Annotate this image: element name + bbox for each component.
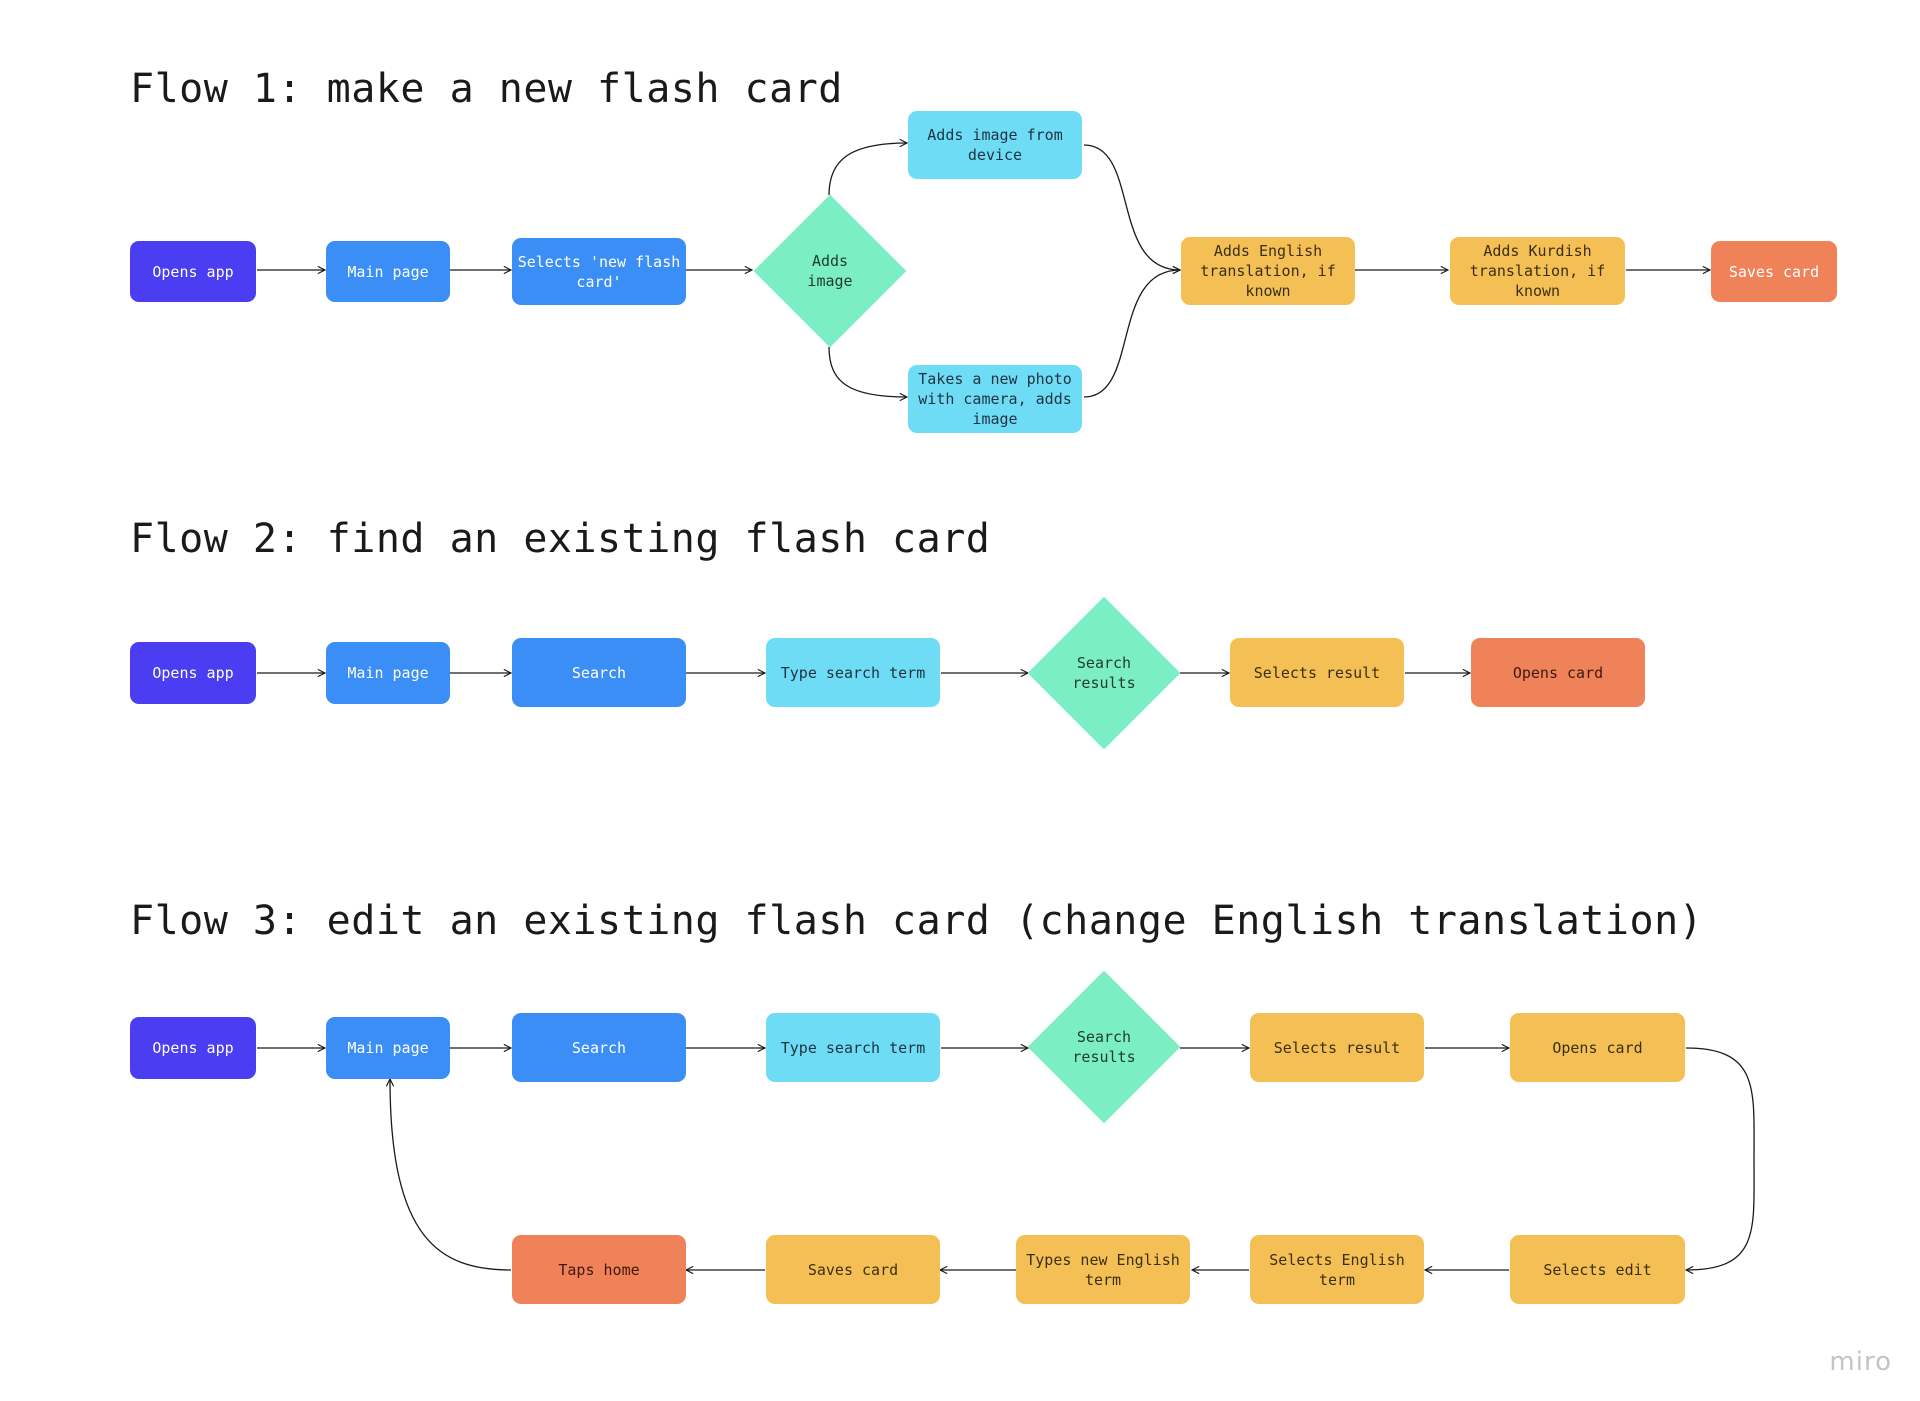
flow3-selects-edit: Selects edit <box>1510 1235 1685 1304</box>
flow1-selects-new-flash-card: Selects 'new flash card' <box>512 238 686 305</box>
flow3-selects-result: Selects result <box>1250 1013 1424 1082</box>
flow2-search: Search <box>512 638 686 707</box>
diamond-label: Search results <box>1072 1028 1136 1066</box>
flow3-saves-card: Saves card <box>766 1235 940 1304</box>
flow-1-title: Flow 1: make a new flash card <box>130 66 843 112</box>
edge <box>828 143 907 196</box>
flow3-taps-home: Taps home <box>512 1235 686 1304</box>
flow1-takes-new-photo: Takes a new photo with camera, adds imag… <box>908 365 1082 433</box>
flow3-types-new-english-term: Types new English term <box>1016 1235 1190 1304</box>
flow-2-title: Flow 2: find an existing flash card <box>130 516 991 562</box>
flow2-type-search-term: Type search term <box>766 638 940 707</box>
edge <box>1686 1047 1755 1270</box>
flow3-search: Search <box>512 1013 686 1082</box>
edge <box>1083 144 1180 270</box>
flow1-opens-app: Opens app <box>130 241 256 302</box>
diamond-label: Adds image <box>807 252 853 290</box>
flow3-opens-app: Opens app <box>130 1017 256 1079</box>
flow1-adds-image-decision: Adds image <box>753 194 907 348</box>
flow3-opens-card: Opens card <box>1510 1013 1685 1082</box>
flow-3-title: Flow 3: edit an existing flash card (cha… <box>130 898 1704 944</box>
flow3-selects-english-term: Selects English term <box>1250 1235 1424 1304</box>
flow1-saves-card: Saves card <box>1711 241 1837 302</box>
flow1-adds-kurdish: Adds Kurdish translation, if known <box>1450 237 1625 305</box>
diamond-label: Search results <box>1072 654 1136 692</box>
flow2-search-results-decision: Search results <box>1027 596 1181 750</box>
flow2-opens-card: Opens card <box>1471 638 1645 707</box>
flow3-main-page: Main page <box>326 1017 450 1079</box>
edge <box>828 346 907 397</box>
edge <box>390 1079 512 1271</box>
flow2-opens-app: Opens app <box>130 642 256 704</box>
flow1-main-page: Main page <box>326 241 450 302</box>
miro-logo: miro <box>1829 1347 1892 1377</box>
flow3-type-search-term: Type search term <box>766 1013 940 1082</box>
flow2-selects-result: Selects result <box>1230 638 1404 707</box>
flow2-main-page: Main page <box>326 642 450 704</box>
flow1-adds-english: Adds English translation, if known <box>1181 237 1355 305</box>
edge <box>1083 270 1180 398</box>
flow3-search-results-decision: Search results <box>1027 970 1181 1124</box>
flow1-adds-image-from-device: Adds image from device <box>908 111 1082 179</box>
